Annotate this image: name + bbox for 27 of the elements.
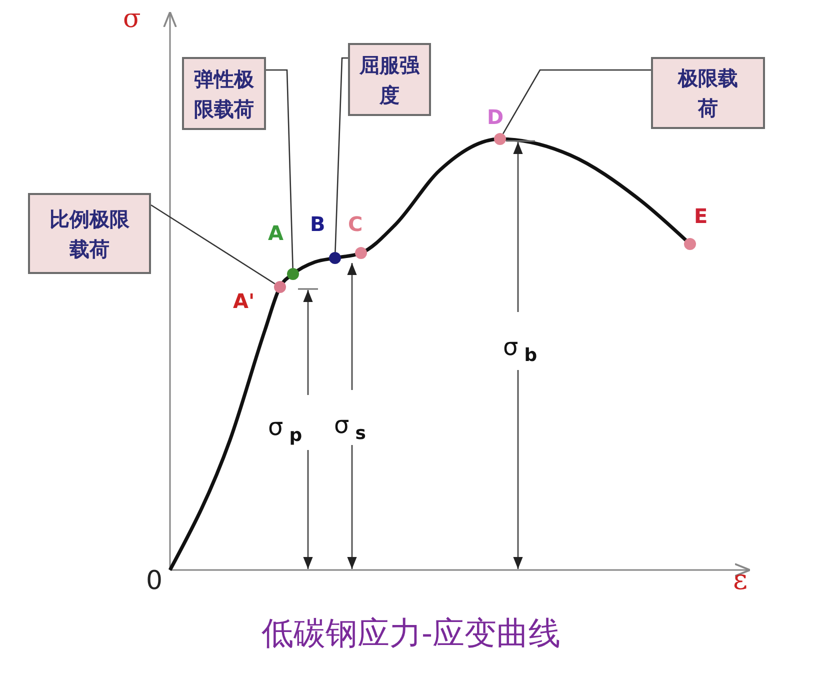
data-point [684,238,696,250]
point-letter: A' [233,290,255,312]
data-point [494,133,506,145]
leader-line [334,57,348,252]
dimension-label: σ$_{s}$ [334,413,366,443]
point-letter: E [694,205,708,227]
axis-label: ε [733,566,748,594]
leader-line [150,204,276,284]
callout-box: 极限载荷 [651,57,765,129]
callout-box: 屈服强度 [348,43,431,116]
leader-line [502,69,651,134]
point-letter: B [310,213,326,235]
data-point [274,281,286,293]
dimension-label: σ$_{p}$ [268,415,302,445]
callout-box: 比例极限载荷 [28,193,151,274]
axis-label: σ [123,6,141,32]
leader-line [266,69,294,268]
dimension-label: σ$_{b}$ [503,335,538,365]
data-point [287,268,299,280]
data-point [355,247,367,259]
point-letter: C [348,213,363,235]
point-letter: A [268,222,284,244]
point-letter: D [487,106,504,128]
caption: 低碳钢应力-应变曲线 [260,613,562,654]
origin-label: 0 [146,568,163,594]
callout-box: 弹性极限载荷 [182,57,266,130]
data-point [329,252,341,264]
